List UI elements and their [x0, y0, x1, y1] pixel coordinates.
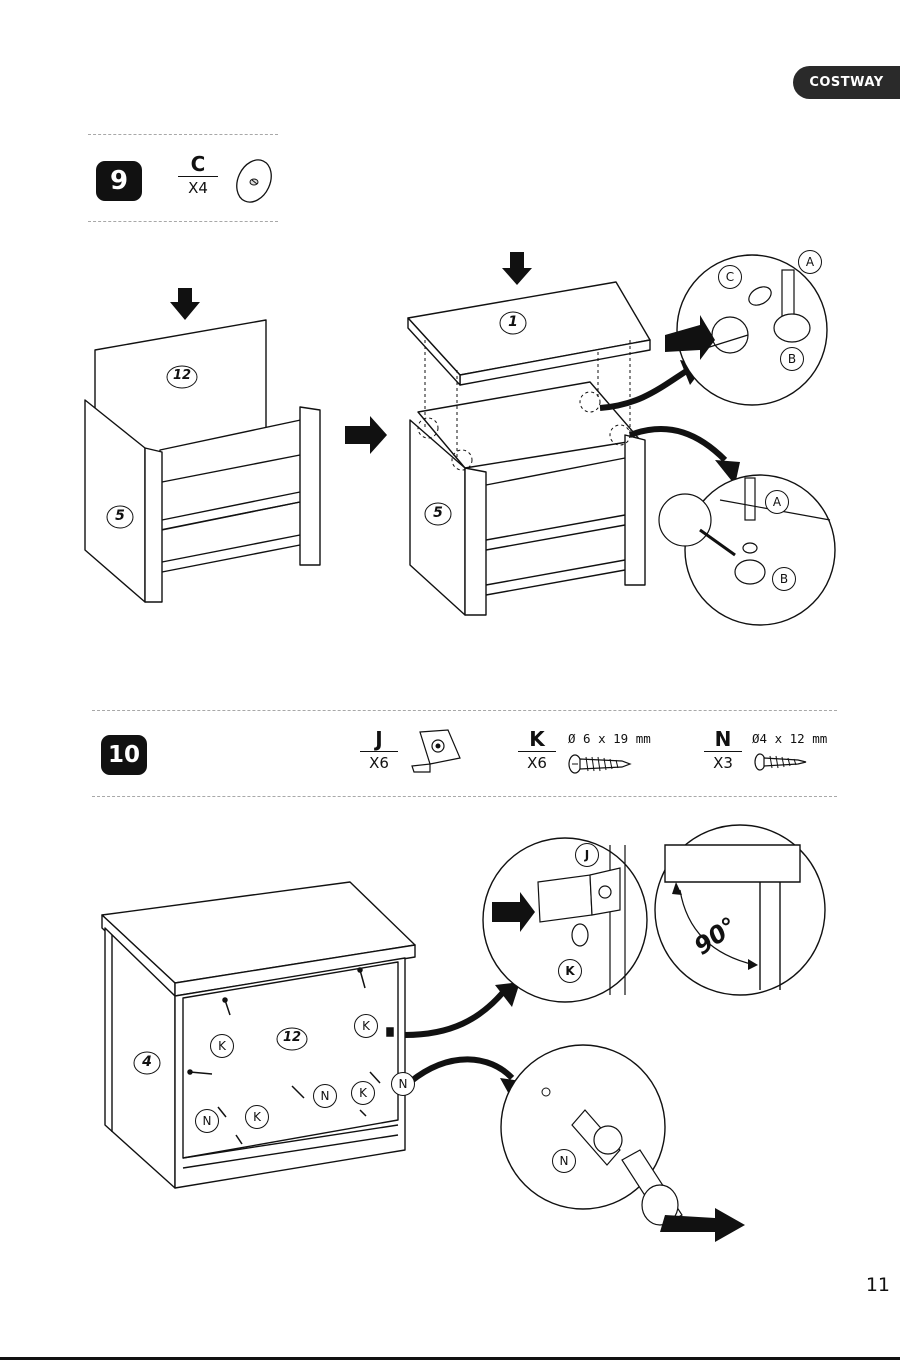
callout-k: K	[210, 1034, 234, 1058]
step-number-badge: 10	[101, 735, 147, 775]
panel-4-label: 4	[133, 1051, 161, 1075]
screw-icon	[752, 750, 808, 774]
part-k: K X6	[518, 727, 556, 774]
step9-illustration	[0, 230, 900, 650]
part-quantity: X3	[704, 752, 742, 774]
panel-1-label: 1	[499, 311, 527, 335]
callout-k: K	[351, 1081, 375, 1105]
panel-12-label: 12	[276, 1027, 308, 1051]
part-letter: J	[360, 727, 398, 752]
step10-divider-top	[92, 710, 837, 711]
part-letter: C	[178, 152, 218, 177]
detail-label-a: A	[798, 250, 822, 274]
step9-divider-top	[88, 134, 278, 135]
callout-n: N	[195, 1109, 219, 1133]
step10-illustration	[0, 820, 900, 1260]
callout-n: N	[391, 1072, 415, 1096]
panel-label-text: 4	[133, 1054, 161, 1070]
callout-k: K	[354, 1014, 378, 1038]
part-j: J X6	[360, 727, 398, 774]
cam-lock-icon	[232, 156, 276, 204]
page-number: 11	[848, 1274, 890, 1296]
panel-label-text: 5	[106, 508, 134, 524]
part-c: C X4	[178, 152, 218, 199]
detail-label-b: B	[772, 567, 796, 591]
part-letter: N	[704, 727, 742, 752]
part-k-spec: Ø 6 x 19 mm	[568, 731, 651, 746]
panel-label-text: 12	[166, 368, 198, 383]
panel-label-text: 5	[424, 505, 452, 521]
screw-icon	[566, 748, 632, 776]
step-number-badge: 9	[96, 161, 142, 201]
step10-divider-bottom	[92, 796, 837, 797]
part-n: N X3	[704, 727, 742, 774]
detail-label-c: C	[718, 265, 742, 289]
panel-label-text: 1	[499, 314, 527, 330]
detail-label-n: N	[552, 1149, 576, 1173]
part-n-spec: Ø4 x 12 mm	[752, 731, 827, 746]
corner-bracket-icon	[408, 728, 464, 774]
part-quantity: X6	[518, 752, 556, 774]
panel-label-text: 12	[276, 1030, 308, 1045]
step9-divider-bottom	[88, 221, 278, 222]
panel-12-label: 12	[166, 365, 198, 389]
part-quantity: X4	[178, 177, 218, 199]
callout-k: K	[245, 1105, 269, 1129]
detail-label-k: K	[558, 959, 582, 983]
brand-logo: COSTWAY	[793, 66, 900, 99]
part-quantity: X6	[360, 752, 398, 774]
panel-5-label-right: 5	[424, 502, 452, 526]
detail-label-b: B	[780, 347, 804, 371]
callout-n: N	[313, 1084, 337, 1108]
bottom-rule	[0, 1357, 900, 1360]
panel-5-label-left: 5	[106, 505, 134, 529]
detail-label-j: J	[575, 843, 599, 867]
part-letter: K	[518, 727, 556, 752]
detail-label-a: A	[765, 490, 789, 514]
